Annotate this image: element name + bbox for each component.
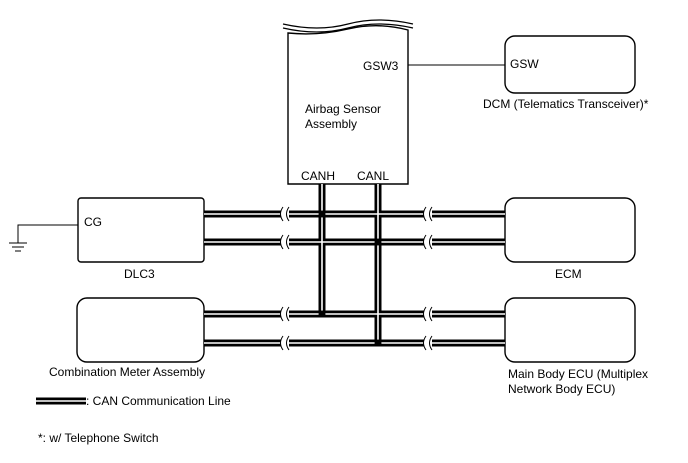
airbag-label-line1: Airbag Sensor bbox=[305, 102, 381, 116]
wire-break-icon bbox=[280, 206, 433, 351]
body-ecu-label-line2: Network Body ECU) bbox=[508, 382, 615, 396]
dlc3-box bbox=[77, 197, 205, 263]
meter-label: Combination Meter Assembly bbox=[49, 365, 205, 379]
airbag-sensor-box bbox=[282, 19, 414, 185]
ecm-label: ECM bbox=[555, 267, 582, 281]
dcm-box bbox=[504, 35, 636, 94]
dlc3-label: DLC3 bbox=[124, 267, 155, 281]
dlc3-pin-cg: CG bbox=[84, 215, 102, 229]
airbag-pin-gsw3: GSW3 bbox=[363, 59, 399, 73]
ecm-box bbox=[504, 197, 636, 263]
body-ecu-box bbox=[504, 297, 636, 363]
body-ecu-label-line1: Main Body ECU (Multiplex bbox=[508, 367, 648, 381]
dcm-pin-gsw: GSW bbox=[510, 57, 539, 71]
can-bus bbox=[204, 184, 505, 347]
legend-can-line-label: : CAN Communication Line bbox=[86, 394, 231, 408]
airbag-pin-canh: CANH bbox=[301, 169, 335, 183]
meter-box bbox=[76, 297, 205, 363]
ground-symbol-icon bbox=[9, 224, 78, 252]
airbag-pin-canl: CANL bbox=[357, 169, 389, 183]
dcm-label: DCM (Telematics Transceiver)* bbox=[483, 97, 649, 111]
footnote: *: w/ Telephone Switch bbox=[38, 431, 159, 445]
airbag-label-line2: Assembly bbox=[305, 117, 357, 131]
